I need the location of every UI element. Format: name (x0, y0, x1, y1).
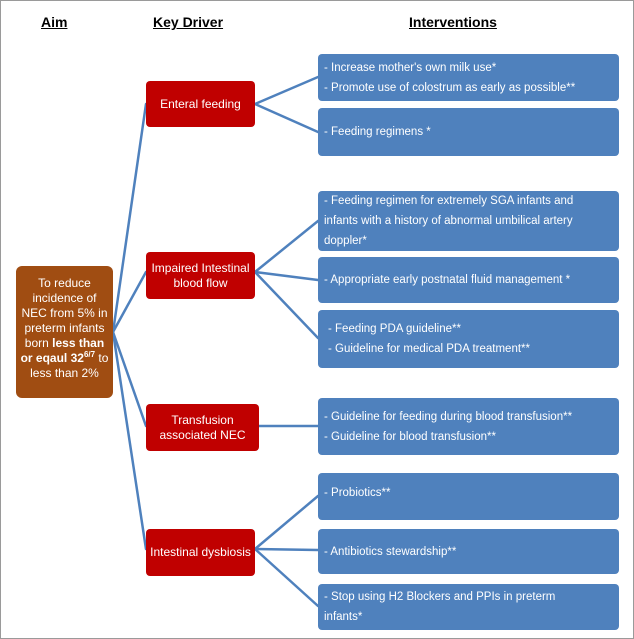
aim-line: born less than (18, 336, 111, 351)
aim-header: Aim (41, 14, 68, 30)
driver-label: Enteral feeding (160, 96, 241, 111)
aim-text: to (95, 351, 109, 365)
connector-dysbiosis-3 (253, 547, 320, 608)
intervention-text: - Appropriate early postnatal fluid mana… (324, 274, 571, 286)
connector-impaired-2 (253, 270, 320, 282)
aim-bold-text: or eqaul 32 (20, 351, 84, 365)
intervention-text: - Feeding regimen for extremely SGA infa… (324, 195, 574, 207)
aim-line: or eqaul 326/7 to (18, 351, 111, 366)
intervention-text: doppler* (324, 235, 367, 247)
intervention-text: - Feeding regimens * (324, 126, 431, 138)
intervention-text: - Antibiotics stewardship** (324, 545, 457, 558)
driver-label: Impaired Intestinal blood flow (151, 260, 250, 290)
connector-dysbiosis-2 (253, 547, 320, 552)
intervention-box: - Appropriate early postnatal fluid mana… (318, 257, 619, 303)
aim-bold-text: less than (52, 336, 105, 350)
aim-box: To reduce incidence of NEC from 5% in pr… (16, 266, 113, 398)
connector-enteral-2 (253, 102, 320, 134)
intervention-box: - Feeding regimen for extremely SGA infa… (318, 191, 619, 251)
connector-aim-dysbiosis (111, 330, 148, 551)
intervention-box: - Guideline for feeding during blood tra… (318, 398, 619, 455)
aim-line: less than 2% (30, 366, 99, 380)
intervention-text: infants with a history of abnormal umbil… (324, 215, 573, 227)
driver-label: Transfusion associated NEC (159, 412, 246, 442)
intervention-box: - Feeding PDA guideline** - Guideline fo… (318, 310, 619, 368)
key-driver-header: Key Driver (153, 14, 224, 30)
connector-impaired-1 (253, 219, 320, 274)
intervention-text: - Increase mother's own milk use* (324, 61, 497, 74)
intervention-text: - Guideline for medical PDA treatment** (328, 343, 530, 355)
intervention-text: infants* (324, 611, 363, 623)
driver-impaired-intestinal-blood-flow: Impaired Intestinal blood flow (146, 252, 255, 299)
intervention-box: - Feeding regimens * (318, 108, 619, 156)
driver-intestinal-dysbiosis: Intestinal dysbiosis (146, 529, 255, 576)
aim-text: born (24, 336, 53, 350)
intervention-box: - Antibiotics stewardship** (318, 529, 619, 574)
aim-superscript: 6/7 (83, 350, 96, 359)
connector-aim-enteral (111, 102, 148, 334)
interventions-header: Interventions (409, 14, 497, 30)
driver-label: Intestinal dysbiosis (150, 545, 251, 559)
connector-aim-transfusion (111, 330, 148, 428)
aim-line: To reduce (38, 276, 91, 290)
intervention-text: - Guideline for blood transfusion** (324, 430, 496, 443)
intervention-text: - Probiotics** (324, 487, 391, 499)
connector-enteral-1 (253, 75, 320, 106)
aim-line: preterm infants (24, 321, 105, 335)
intervention-text: - Stop using H2 Blockers and PPIs in pre… (324, 591, 556, 603)
intervention-text: - Guideline for feeding during blood tra… (324, 410, 573, 423)
driver-transfusion-associated-nec: Transfusion associated NEC (146, 404, 259, 451)
intervention-box: - Stop using H2 Blockers and PPIs in pre… (318, 584, 619, 630)
intervention-text: - Promote use of colostrum as early as p… (324, 81, 576, 94)
intervention-box: - Probiotics** (318, 473, 619, 520)
intervention-text: - Feeding PDA guideline** (328, 323, 461, 335)
driver-enteral-feeding: Enteral feeding (146, 81, 255, 127)
intervention-box: - Increase mother's own milk use* - Prom… (318, 54, 619, 101)
aim-line: NEC from 5% in (21, 306, 108, 320)
connector-aim-impaired (111, 270, 148, 334)
aim-line: incidence of (32, 291, 97, 305)
connector-dysbiosis-1 (253, 494, 320, 551)
connector-impaired-3 (253, 270, 320, 340)
